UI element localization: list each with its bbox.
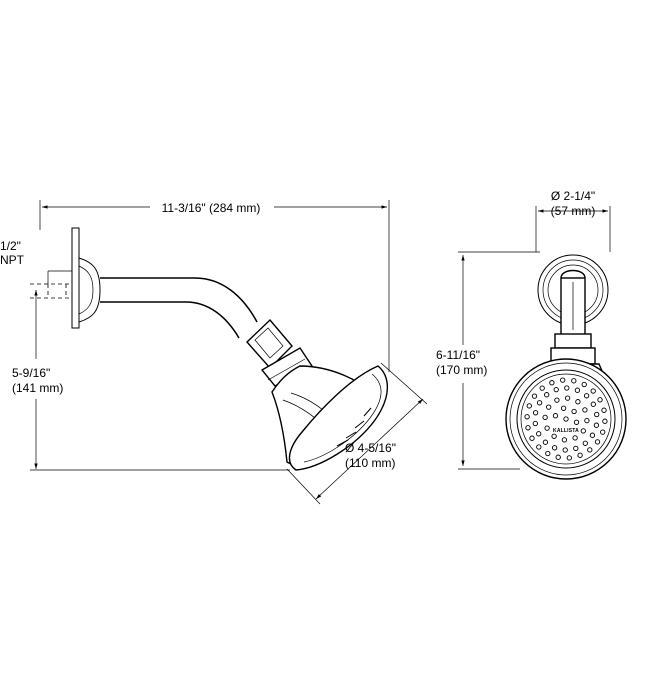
height-line1: 5-9/16" [12,366,50,380]
flange-diameter-dimension: Ø 2-1/4" (57 mm) [535,189,611,252]
front-height-line2: (170 mm) [436,363,487,377]
nozzle-hole [552,413,559,419]
nozzle-hole [587,447,593,453]
nozzle-hole [531,393,538,399]
nozzle-hole [545,450,551,457]
nozzle-hole [539,385,545,391]
nozzle-hole [532,410,539,416]
nozzle-hole [563,416,569,422]
side-view [30,227,388,471]
nozzle-hole [575,399,581,405]
nozzle-hole [542,414,548,421]
nozzle-hole [551,433,557,439]
nozzle-hole [564,395,571,401]
nozzle-hole [584,417,590,424]
nozzle-hole [542,439,549,445]
nozzle-hole [561,437,568,443]
face-diameter-line2: (110 mm) [345,456,395,470]
brand-mark: KALLISTA [553,428,579,434]
shower-arm [100,277,258,339]
nozzle-hole [601,407,607,413]
nozzle-hole [553,386,559,393]
nozzle-holes [524,377,608,461]
nozzle-hole [529,435,535,441]
pipe-size-line1: 1/2" [0,239,21,253]
nozzle-hole [536,431,542,437]
pipe-size-label: 1/2" NPT [0,239,25,267]
nozzle-hole [525,425,531,431]
nozzle-hole [590,388,596,394]
face-diameter-dimension: Ø 4-5/16" (110 mm) [286,362,428,505]
nozzle-hole [536,400,543,406]
nozzle-hole [573,445,579,452]
flange-diameter-line2: (57 mm) [551,204,596,218]
flange-diameter-line1: Ø 2-1/4" [551,189,595,203]
nozzle-hole [597,397,603,403]
nozzle-hole [526,403,532,409]
wall-flange [71,227,101,329]
nozzle-hole [560,377,566,383]
nozzle-hole [555,454,561,460]
front-view: KALLISTA [505,254,627,480]
nozzle-hole [594,439,601,445]
nozzle-hole [583,393,590,399]
front-arm [560,269,586,337]
nozzle-hole [544,392,550,398]
front-head: KALLISTA [505,358,627,480]
nozzle-hole [562,447,568,453]
nozzle-hole [566,455,572,461]
nozzle-hole [600,429,606,435]
nozzle-hole [554,397,560,403]
nozzle-hole [536,444,542,450]
nozzle-hole [560,405,567,411]
nozzle-hole [524,414,530,420]
overall-length-dimension: 11-3/16" (284 mm) [39,200,390,372]
nozzle-hole [572,435,578,441]
nozzle-hole [551,445,558,451]
nozzle-hole [574,387,581,393]
pipe-thread [30,270,72,299]
nozzle-hole [573,419,580,425]
nozzle-hole [571,378,577,384]
overall-length-label: 11-3/16" (284 mm) [162,201,261,215]
nozzle-hole [532,420,538,427]
nozzle-hole [582,407,588,413]
height-dimension: 5-9/16" (141 mm) [12,290,290,471]
nozzle-hole [546,404,552,410]
nozzle-hole [582,440,588,446]
nozzle-hole [594,411,600,418]
nozzle-hole [590,401,596,407]
nozzle-hole [589,432,596,438]
nozzle-hole [577,452,583,458]
front-height-dimension: 6-11/16" (170 mm) [436,251,540,470]
nozzle-hole [581,381,587,388]
face-diameter-line1: Ø 4-5/16" [345,441,396,455]
nozzle-hole [544,425,550,431]
nozzle-hole [593,422,600,428]
nozzle-hole [564,385,570,391]
pipe-size-line2: NPT [0,253,25,267]
height-line2: (141 mm) [12,381,63,395]
nozzle-hole [571,408,577,415]
nozzle-hole [549,380,555,386]
front-height-line1: 6-11/16" [436,348,480,362]
nozzle-hole [580,428,586,434]
nozzle-hole [602,418,608,424]
